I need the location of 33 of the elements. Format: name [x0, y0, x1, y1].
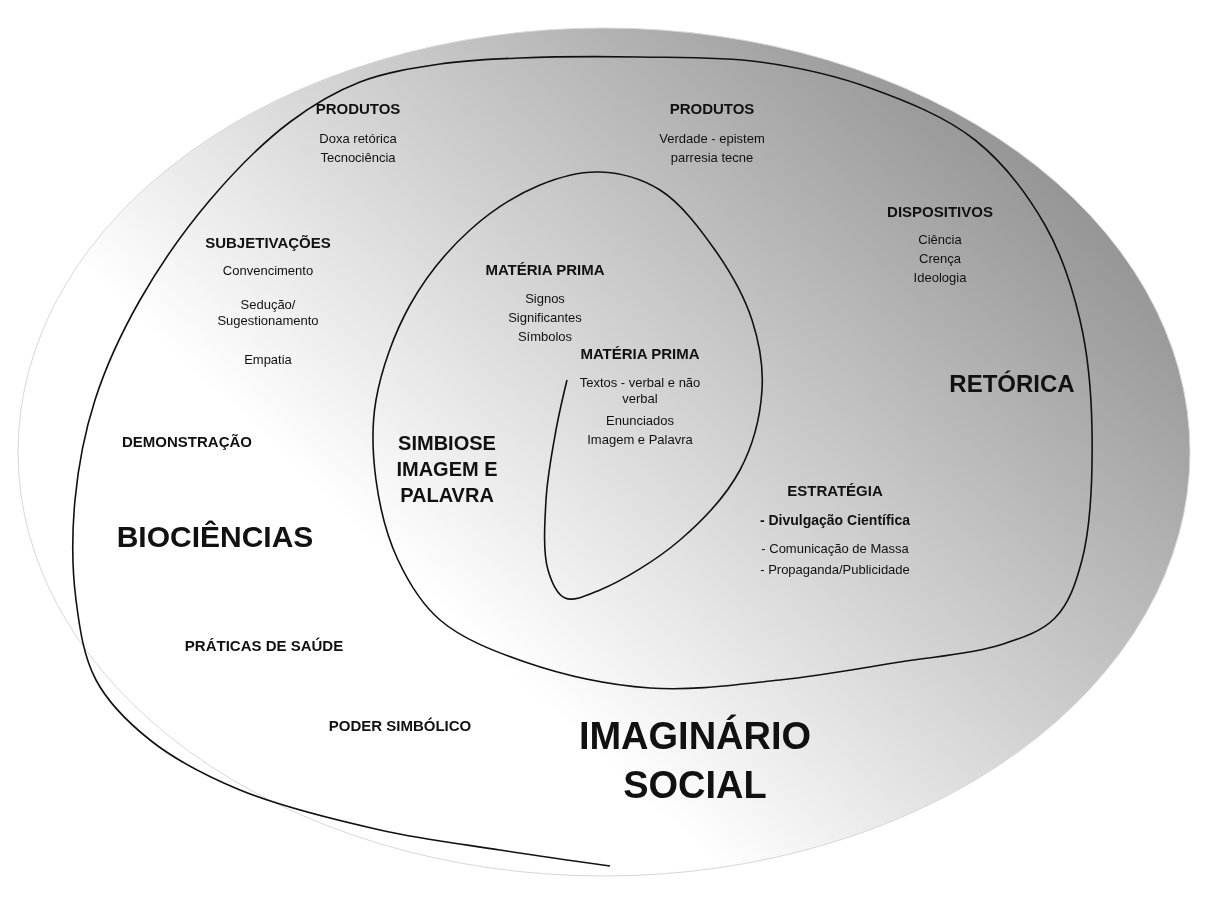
list-item: Significantes — [507, 310, 583, 327]
list-item: Tecnociência — [319, 150, 397, 167]
list-item: Convencimento — [221, 263, 315, 280]
list-item: Crença — [918, 251, 962, 268]
region-title: BIOCIÊNCIAS — [115, 519, 315, 555]
list-item: - Divulgação Científica — [758, 512, 912, 530]
section-heading: DISPOSITIVOS — [886, 203, 994, 222]
list-item: parresia tecne — [669, 150, 755, 167]
section-heading: SUBJETIVAÇÕES — [204, 234, 332, 253]
region-title: PRÁTICAS DE SAÚDE — [183, 637, 345, 656]
list-item: Doxa retórica — [318, 131, 398, 148]
region-title: IMAGINÁRIO SOCIAL — [577, 713, 813, 809]
list-item: Imagem e Palavra — [586, 432, 694, 449]
section-heading: PRODUTOS — [668, 100, 756, 119]
list-item: Textos - verbal e não verbal — [578, 375, 702, 408]
section-heading: MATÉRIA PRIMA — [484, 261, 606, 280]
list-item: Ideologia — [912, 270, 968, 287]
region-title: PODER SIMBÓLICO — [327, 717, 473, 736]
section-heading: ESTRATÉGIA — [786, 482, 884, 501]
list-item: Enunciados — [605, 413, 675, 430]
list-item: Símbolos — [516, 329, 574, 346]
section-heading: PRODUTOS — [314, 100, 402, 119]
region-title: RETÓRICA — [948, 369, 1076, 399]
list-item: Empatia — [243, 352, 293, 369]
list-item: Verdade - epistem — [658, 131, 766, 148]
region-title: SIMBIOSE IMAGEM E PALAVRA — [395, 431, 499, 508]
list-item: Sedução/ Sugestionamento — [216, 297, 320, 330]
list-item: Ciência — [917, 232, 963, 249]
list-item: - Comunicação de Massa — [760, 541, 910, 558]
list-item: Signos — [524, 291, 566, 308]
region-title: DEMONSTRAÇÃO — [121, 433, 253, 452]
section-heading: MATÉRIA PRIMA — [579, 345, 701, 364]
list-item: - Propaganda/Publicidade — [759, 562, 911, 579]
